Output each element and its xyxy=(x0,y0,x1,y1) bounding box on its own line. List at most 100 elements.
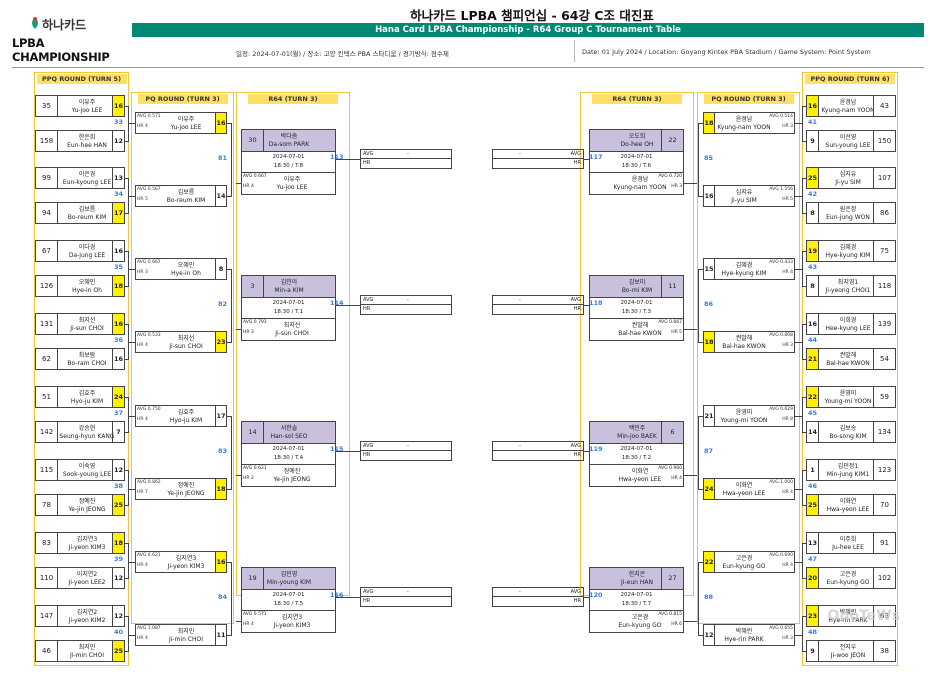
seed-number: 38 xyxy=(873,641,895,661)
bracket-line xyxy=(231,562,232,636)
result-box: AVG-HR xyxy=(360,149,452,169)
seed-number: 123 xyxy=(873,460,895,480)
bracket-line xyxy=(129,196,135,197)
match-number: 88 xyxy=(704,593,714,601)
seed-number: 83 xyxy=(36,533,58,553)
seed-number: 102 xyxy=(873,568,895,588)
player-name-kr: 윤경남 xyxy=(839,99,857,106)
match-number: 83 xyxy=(218,447,228,455)
hr-stat: HR 4 xyxy=(782,490,793,495)
avg-value: - xyxy=(519,589,521,595)
player-name-en: Ye-jin JEONG xyxy=(68,506,106,513)
match-time: 18:30 / T.5 xyxy=(273,601,304,607)
player-name-en: Bal-hae KWON xyxy=(618,330,662,337)
match-number: 118 xyxy=(589,299,603,307)
player-name-kr: 전지우 xyxy=(839,644,857,651)
bracket-line xyxy=(227,342,232,343)
bracket-line xyxy=(236,183,241,184)
player-name-kr: 최보람 xyxy=(78,352,96,359)
player-name-en: Bo-reum KIM xyxy=(67,214,107,221)
score: 15 xyxy=(704,259,715,279)
seed-number: 14 xyxy=(242,422,264,443)
hr-stat: HR 2 xyxy=(243,476,254,481)
seed-number: 110 xyxy=(36,568,58,588)
bracket-line xyxy=(227,196,232,197)
avg-stat: AVG 0.514 xyxy=(769,114,793,119)
player-name-kr: 김지연3 xyxy=(175,555,197,562)
bracket-line xyxy=(802,141,806,142)
bracket-line xyxy=(684,475,697,476)
score: 1 xyxy=(807,460,819,480)
player-name-kr: 이주희 xyxy=(839,536,857,543)
player-name-en: Hyo-ju KIM xyxy=(169,417,203,424)
bracket-line xyxy=(125,178,129,179)
player-name-kr: 최지선 xyxy=(283,322,301,329)
bracket-line xyxy=(125,505,129,506)
hr-label: HR xyxy=(573,306,581,312)
avg-stat: AVG 0.667 xyxy=(243,174,267,179)
hana-leaf-icon xyxy=(32,17,38,29)
player-name-kr: 이은경 xyxy=(78,171,96,178)
bracket-line xyxy=(802,397,806,398)
player-name-en: Ji-yeon KIM3 xyxy=(167,563,205,570)
player-name-en: Bo-song KIM xyxy=(829,433,867,440)
avg-stat: AVG 0.815 xyxy=(658,612,682,617)
